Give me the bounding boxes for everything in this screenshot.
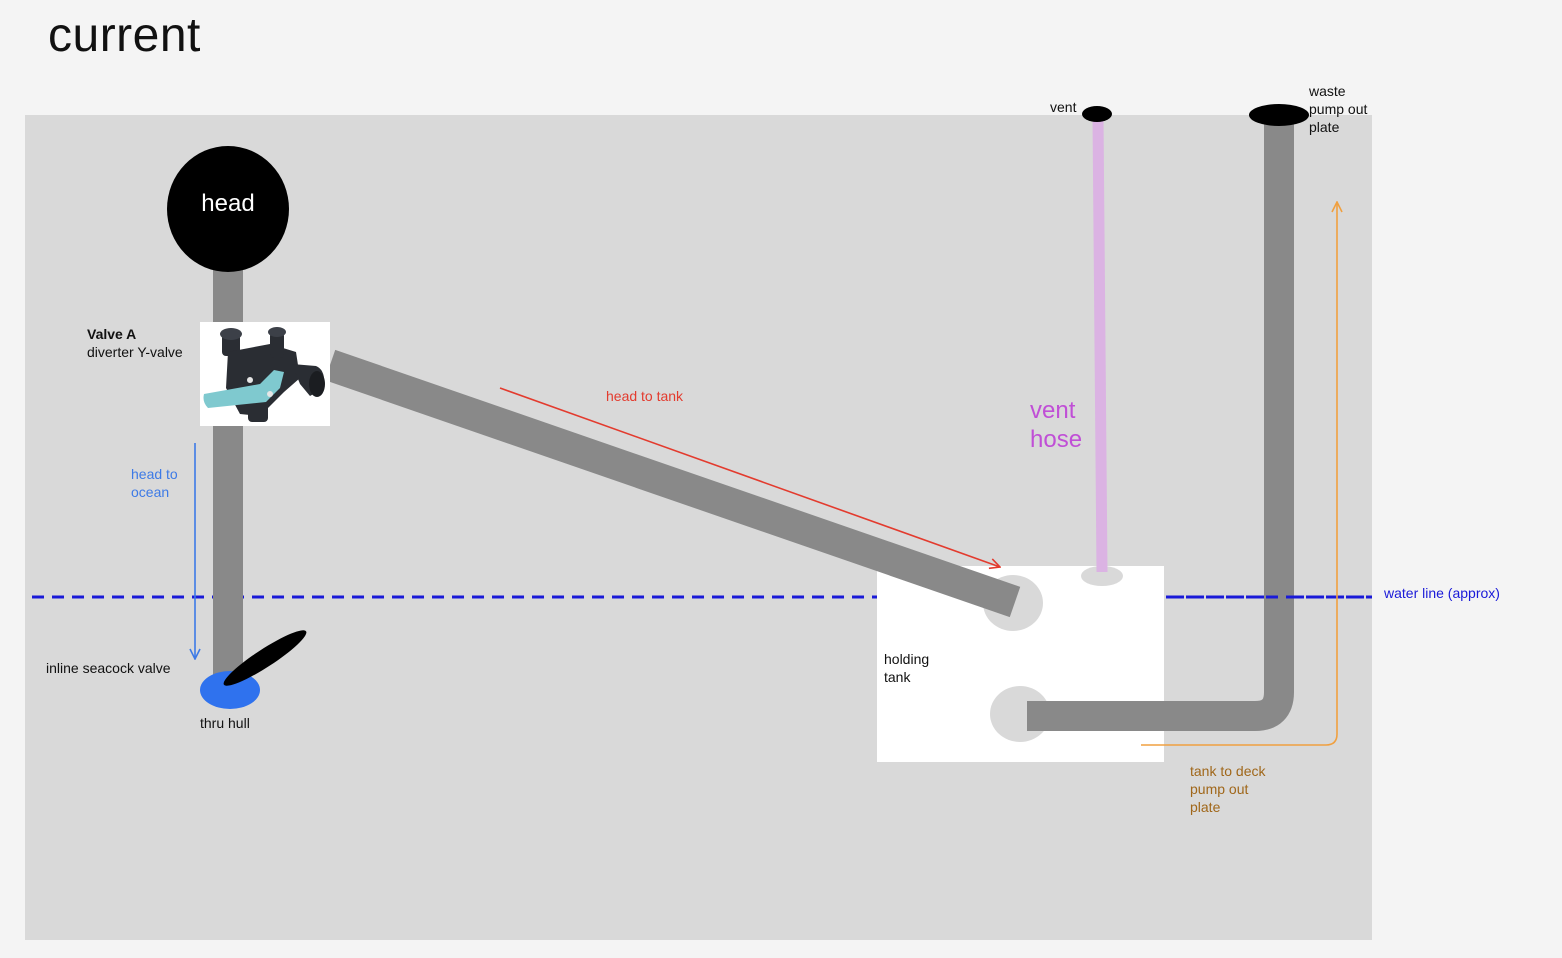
tank-to-deck-hose xyxy=(1027,115,1294,731)
inline-seacock-valve xyxy=(223,630,307,686)
frame-title: current xyxy=(48,9,201,62)
head-to-tank-arrow xyxy=(499,387,1000,567)
thru-hull-label: thru hull xyxy=(200,715,250,731)
inline-seacock-label: inline seacock valve xyxy=(46,660,171,676)
head-to-ocean-label: head to ocean xyxy=(131,466,178,500)
vent-hose xyxy=(1092,117,1108,573)
vent-label: vent xyxy=(1050,99,1077,115)
tank-vent-fitting xyxy=(1081,566,1123,586)
head-to-tank-label: head to tank xyxy=(606,388,684,404)
holding-tank-label: holding tank xyxy=(884,651,930,685)
tank-to-deck-label: tank to deck pump out plate xyxy=(1190,763,1266,815)
vent-plate xyxy=(1082,106,1112,122)
y-valve-photo-icon xyxy=(200,322,330,426)
head-label: head xyxy=(201,190,255,217)
valve-to-tank-hose xyxy=(324,349,1021,618)
head-toilet xyxy=(167,146,289,272)
vent-hose-label: vent hose xyxy=(1030,397,1083,453)
waste-plate-label: waste pump out plate xyxy=(1309,83,1368,135)
water-line-label: water line (approx) xyxy=(1384,585,1500,601)
valve-a-name: Valve A xyxy=(87,326,137,342)
valve-a-description: diverter Y-valve xyxy=(87,344,183,360)
tank-to-deck-arrow xyxy=(1141,202,1337,746)
thru-hull xyxy=(200,671,260,709)
waste-pump-out-plate xyxy=(1249,104,1309,126)
